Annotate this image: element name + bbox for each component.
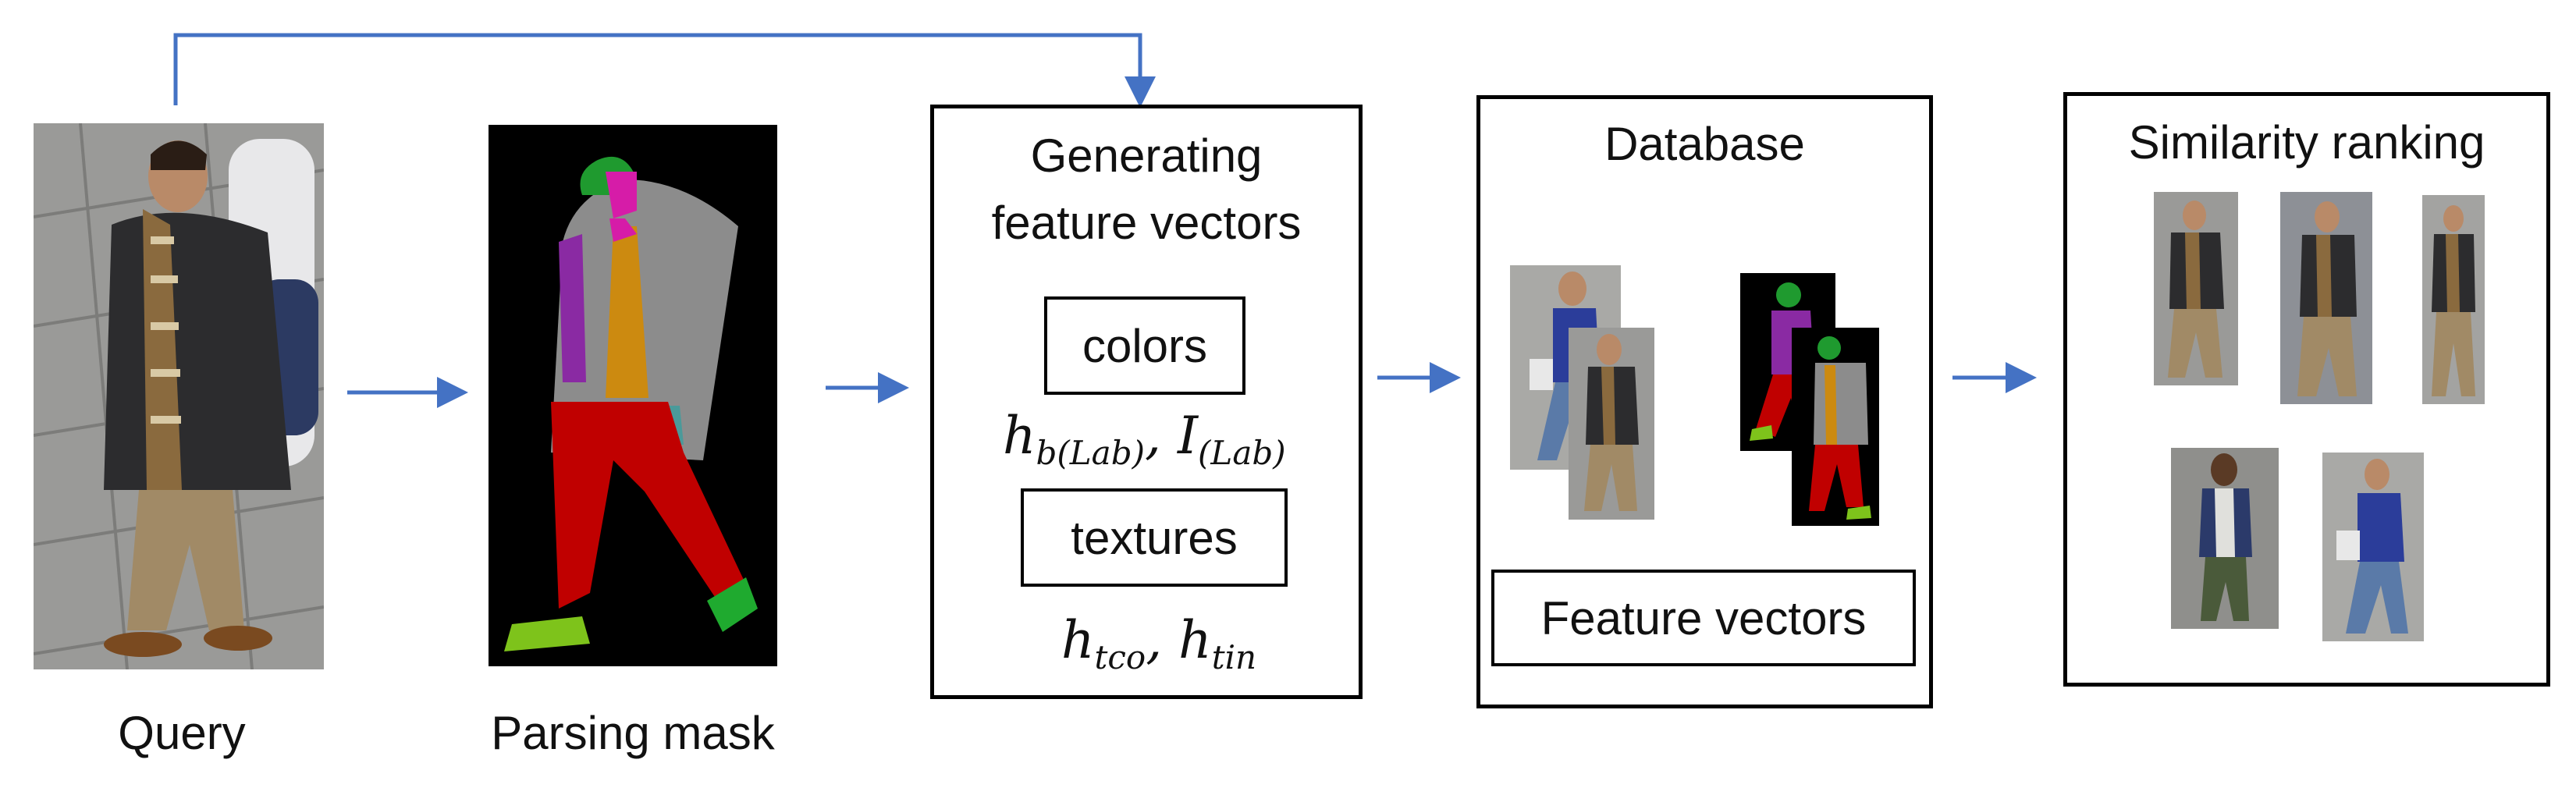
textures-formula: htco, htin xyxy=(1061,610,1256,676)
parsing-mask-image xyxy=(489,125,777,666)
feature-generator-title-line1: Generating xyxy=(1030,130,1263,182)
query-label: Query xyxy=(118,707,246,759)
skip-arrow-query-to-generator xyxy=(173,33,1156,108)
textures-formula-h1-sub: tco xyxy=(1094,638,1146,677)
query-photo xyxy=(34,123,324,669)
database-feature-vectors-box: Feature vectors xyxy=(1491,570,1916,666)
ranking-result-5 xyxy=(2322,453,2424,641)
textures-label: textures xyxy=(1071,511,1238,564)
colors-formula-i-sub: (Lab) xyxy=(1198,434,1286,473)
ranking-result-3 xyxy=(2422,195,2485,404)
ranking-result-1 xyxy=(2154,192,2238,385)
textures-formula-h2: h xyxy=(1178,610,1212,670)
colors-formula-h: h xyxy=(1003,406,1036,466)
ranking-result-4 xyxy=(2171,448,2279,629)
textures-formula-h1: h xyxy=(1061,610,1095,670)
textures-box: textures xyxy=(1021,488,1288,587)
ranking-result-2 xyxy=(2280,192,2372,404)
database-title: Database xyxy=(1604,118,1805,170)
database-person-photo-front xyxy=(1569,328,1654,520)
colors-formula-sep: , xyxy=(1145,406,1178,466)
feature-generator-title-line2: feature vectors xyxy=(991,197,1302,249)
similarity-ranking-title: Similarity ranking xyxy=(2128,116,2485,169)
textures-formula-h2-sub: tin xyxy=(1211,638,1257,677)
parsing-mask-label: Parsing mask xyxy=(491,707,775,759)
feature-generator-box xyxy=(930,105,1363,699)
textures-formula-sep: , xyxy=(1146,610,1179,670)
database-feature-vectors-label: Feature vectors xyxy=(1540,591,1867,644)
colors-formula: hb(Lab), I(Lab) xyxy=(1003,406,1286,472)
colors-formula-i: I xyxy=(1177,406,1199,466)
database-mask-photo-front xyxy=(1792,328,1879,526)
colors-label: colors xyxy=(1082,319,1208,372)
colors-formula-h-sub: b(Lab) xyxy=(1036,434,1145,473)
colors-box: colors xyxy=(1044,296,1245,395)
